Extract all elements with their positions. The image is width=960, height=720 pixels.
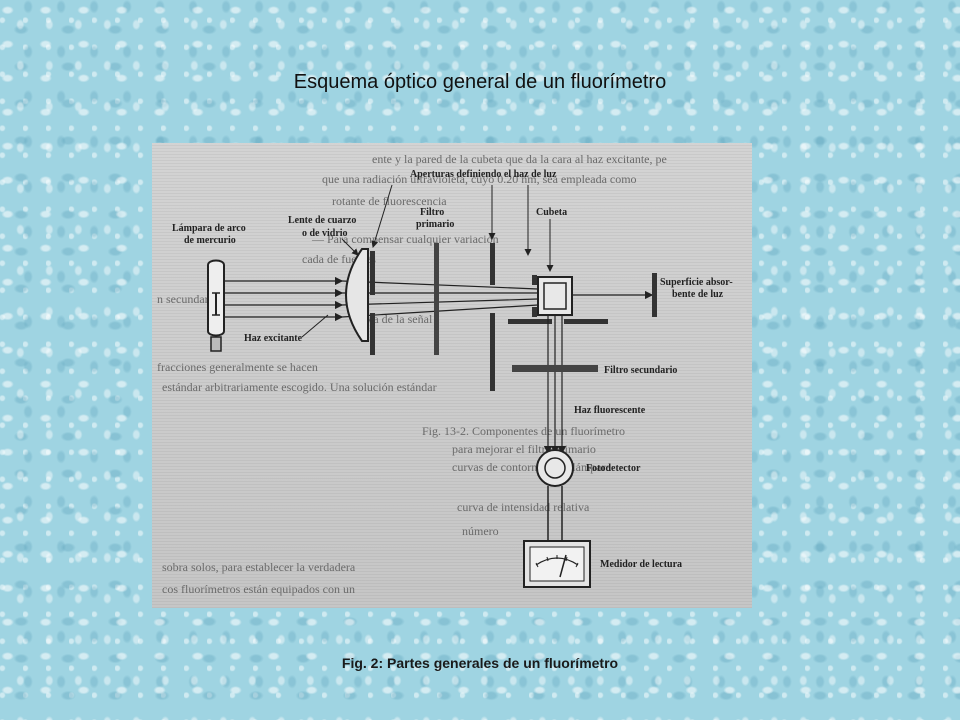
- reading-meter-label: Medidor de lectura: [600, 559, 682, 570]
- bg-text-line: rotante de fluorescencia: [332, 194, 447, 208]
- bg-text-line: número: [462, 524, 499, 538]
- lens-pointer: [341, 238, 359, 256]
- primary-filter-label: Filtro: [420, 207, 444, 218]
- absorbing-surface-label: Superficie absor-: [660, 277, 733, 288]
- emission-aperture: [564, 319, 608, 324]
- bg-text-line: ente y la pared de la cubeta que da la c…: [372, 152, 667, 166]
- aperture-slit: [370, 251, 375, 295]
- absorbing-surface: [652, 273, 657, 317]
- aperture-slit: [370, 313, 375, 355]
- reading-meter: [523, 540, 591, 588]
- mercury-lamp: [207, 259, 225, 352]
- bg-text-line: estándar arbitrariamente escogido. Una s…: [162, 380, 437, 394]
- bg-text-line: sobra solos, para establecer la verdader…: [162, 560, 356, 574]
- quartz-lens: [345, 248, 369, 342]
- bg-text-line: para mejorar el filtro primario: [452, 442, 596, 456]
- bg-text-line: cos fluorímetros están equipados con un: [162, 582, 355, 596]
- bg-text-line: n secundario: [157, 292, 218, 306]
- bg-text-line: que una radiación ultravioleta, cuyo 0.2…: [322, 172, 637, 186]
- bg-text-line: fracciones generalmente se hacen: [157, 360, 318, 374]
- lens-label: o de vidrio: [302, 228, 348, 239]
- photodetector-label: Fotodetector: [586, 463, 641, 474]
- scanned-background-text: ente y la pared de la cubeta que da la c…: [157, 152, 667, 596]
- photodetector: [536, 449, 574, 487]
- lamp-label: de mercurio: [184, 235, 236, 246]
- exciting-beam-pointer: [301, 314, 329, 338]
- exciting-beam-label: Haz excitante: [244, 333, 303, 344]
- diagram-svg: ente y la pared de la cubeta que da la c…: [157, 152, 733, 596]
- fluorescent-beam-rays: [543, 315, 567, 455]
- emission-aperture: [508, 319, 552, 324]
- secondary-filter-label: Filtro secundario: [604, 365, 677, 376]
- secondary-filter: [512, 365, 598, 372]
- aperture-slit: [490, 243, 495, 285]
- lamp-label: Lámpara de arco: [172, 223, 246, 234]
- apertures-label: Aperturas definiendo el haz de luz: [410, 169, 557, 180]
- absorbing-surface-label: bente de luz: [672, 289, 724, 300]
- fluorimeter-diagram: ente y la pared de la cubeta que da la c…: [152, 143, 752, 608]
- cuvette-label: Cubeta: [536, 207, 567, 218]
- primary-filter-label: primario: [416, 219, 454, 230]
- cuvette: [532, 275, 573, 317]
- bg-text-line: — Para compensar cualquier variación: [311, 232, 499, 246]
- aperture-pointer: [371, 184, 393, 248]
- bg-text-line: Fig. 13-2. Componentes de un fluorímetro: [422, 424, 625, 438]
- figure-caption: Fig. 2: Partes generales de un fluorímet…: [341, 655, 619, 671]
- slide-title: Esquema óptico general de un fluorímetro: [293, 71, 667, 93]
- bg-text-line: curva de intensidad relativa: [457, 500, 590, 514]
- primary-filter: [434, 243, 439, 355]
- fluorescent-beam-label: Haz fluorescente: [574, 405, 646, 416]
- lens-label: Lente de cuarzo: [288, 215, 356, 226]
- detector-wires: [547, 486, 563, 541]
- aperture-slit: [490, 313, 495, 391]
